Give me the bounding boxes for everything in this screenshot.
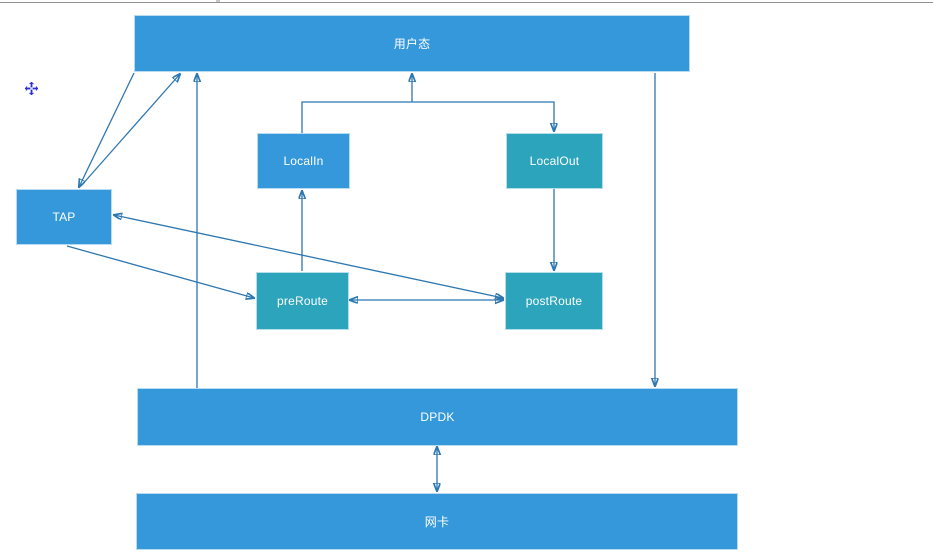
node-localout-label: LocalOut [529,154,580,168]
node-localout[interactable]: LocalOut [506,133,603,189]
edge-tap-to-userland [80,74,180,187]
node-dpdk[interactable]: DPDK [137,388,738,446]
node-userland[interactable]: 用户态 [134,15,690,72]
node-localin[interactable]: LocalIn [257,133,350,189]
crosshair-icon [25,82,38,95]
node-postroute[interactable]: postRoute [505,272,603,330]
separator-tick [216,0,220,2]
node-tap-label: TAP [52,210,76,224]
node-dpdk-label: DPDK [420,410,455,424]
top-separator-line [0,2,933,3]
node-nic[interactable]: 网卡 [136,493,738,550]
edge-userland-to-tap [79,72,135,187]
node-preroute-label: preRoute [277,294,328,308]
node-nic-label: 网卡 [424,515,450,529]
node-userland-label: 用户态 [393,37,431,51]
node-postroute-label: postRoute [525,294,583,308]
node-tap[interactable]: TAP [16,189,112,245]
node-localin-label: LocalIn [283,154,324,168]
edge-localin-to-localout [301,101,554,133]
edge-tap-to-preroute [66,245,254,298]
node-preroute[interactable]: preRoute [256,272,349,330]
